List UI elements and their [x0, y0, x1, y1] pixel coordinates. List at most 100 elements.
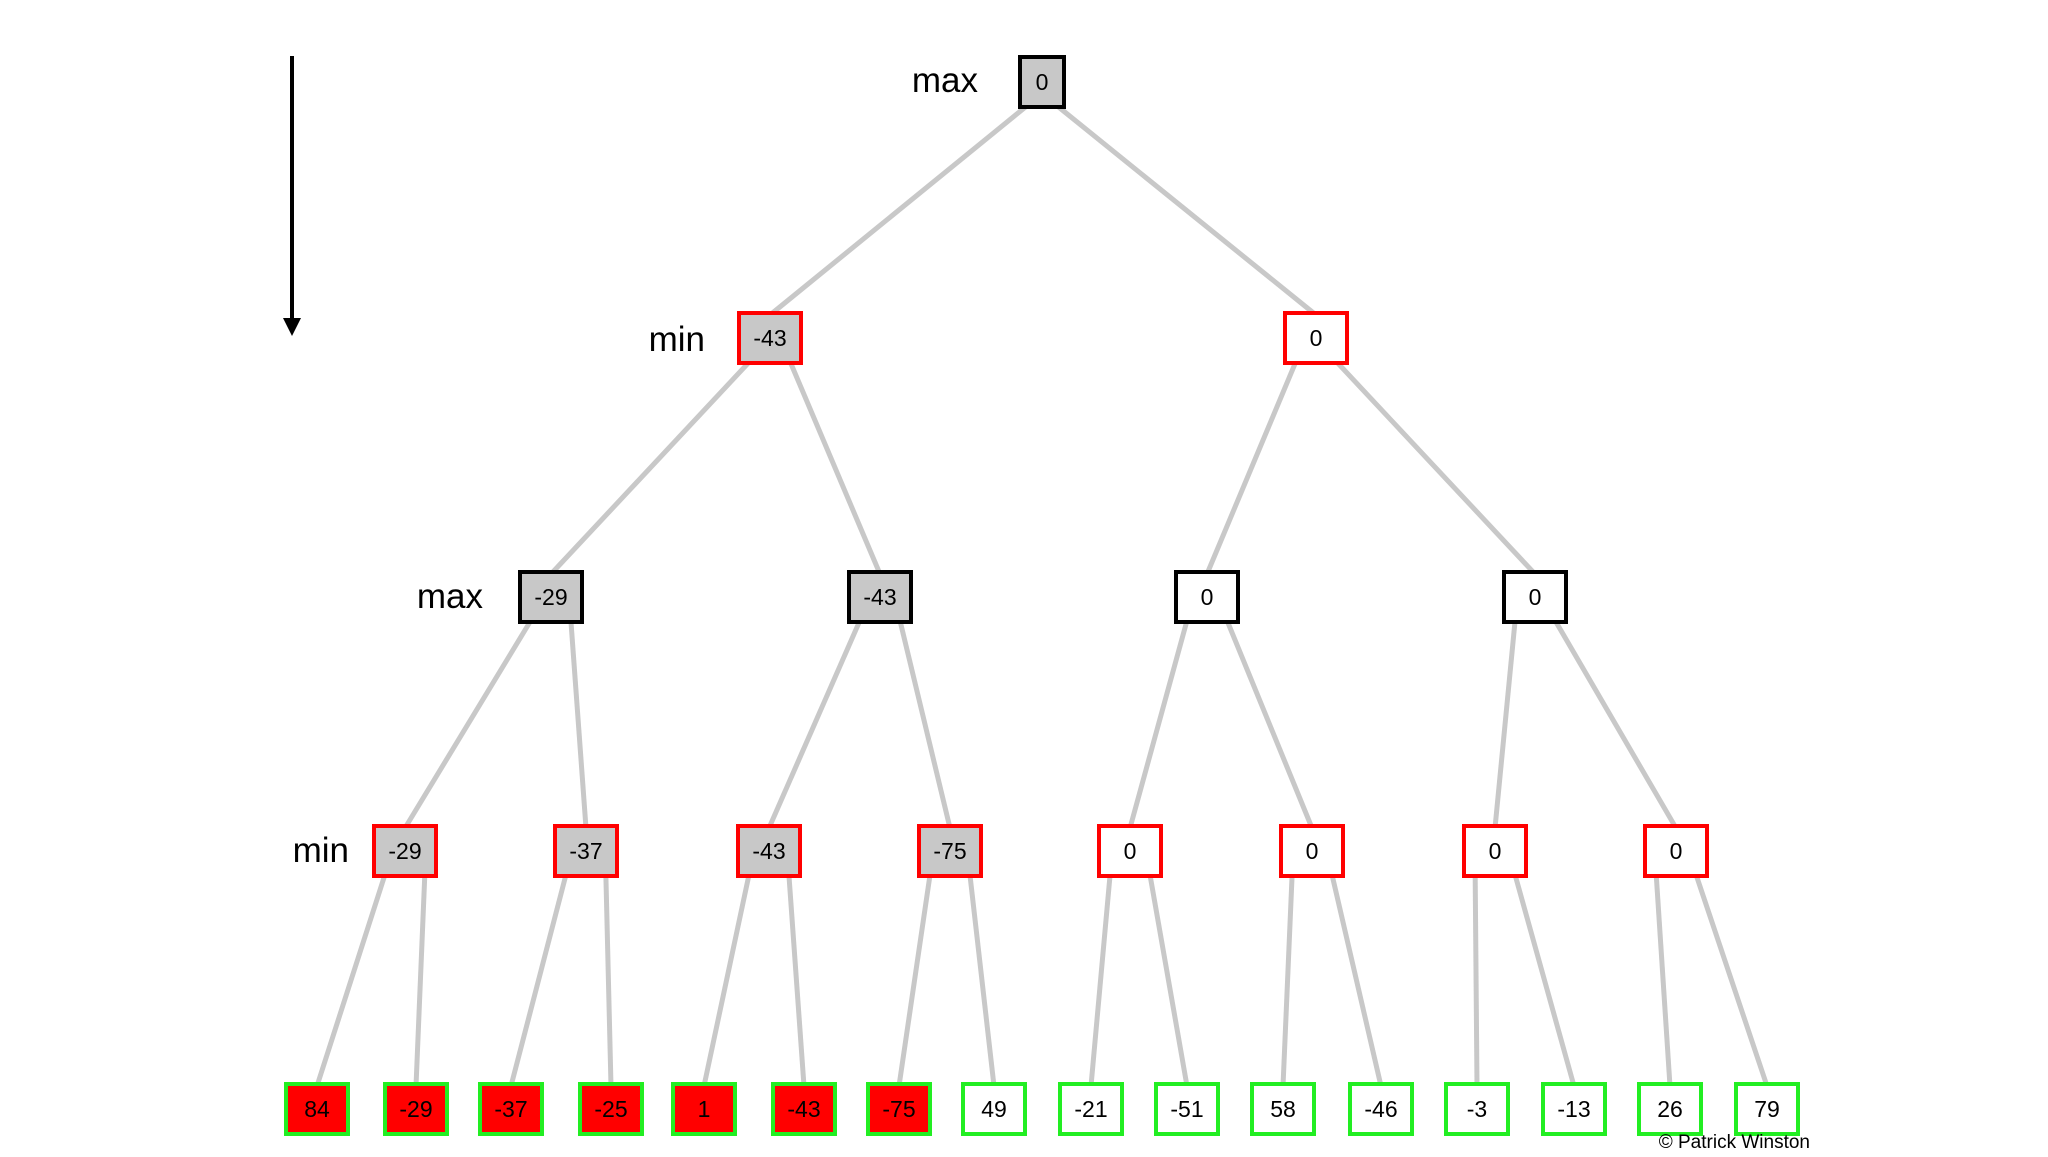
node-value: -43: [752, 838, 785, 864]
level2-node: -43: [847, 570, 913, 624]
node-box: [1250, 1082, 1316, 1136]
level-label-max-root: max: [912, 61, 979, 100]
tree-edge: [701, 873, 752, 1087]
node-value: 0: [1489, 838, 1502, 864]
leaf-node: 49: [961, 1082, 1027, 1136]
tree-edge: [786, 873, 807, 1087]
node-box: [578, 1082, 644, 1136]
tree-edge: [1054, 103, 1318, 317]
node-value: -29: [534, 584, 567, 610]
root-node: 0: [1018, 55, 1066, 109]
node-box: [866, 1082, 932, 1136]
tree-edge: [967, 873, 997, 1087]
tree-edge: [1693, 873, 1770, 1087]
tree-edge: [549, 359, 752, 576]
leaf-node: 1: [671, 1082, 737, 1136]
leaf-node: 58: [1250, 1082, 1316, 1136]
node-value: 0: [1529, 584, 1542, 610]
tree-edge: [1204, 360, 1299, 575]
tree-edge: [897, 619, 953, 829]
node-box: [1348, 1082, 1414, 1136]
level1-node: -43: [737, 311, 803, 365]
node-value: 1: [698, 1096, 711, 1122]
node-box: [383, 1082, 449, 1136]
down-arrow-icon: [283, 56, 301, 336]
level3-node: -37: [553, 824, 619, 878]
node-value: 0: [1306, 838, 1319, 864]
level3-node: -75: [917, 824, 983, 878]
node-value: -29: [388, 838, 421, 864]
node-box: [1279, 824, 1345, 878]
level3-node: 0: [1643, 824, 1709, 878]
tree-edge: [1653, 873, 1673, 1087]
node-box: [917, 824, 983, 878]
node-box: [1637, 1082, 1703, 1136]
leaf-node: -3: [1444, 1082, 1510, 1136]
node-value: -13: [1557, 1096, 1590, 1122]
tree-edge: [1329, 873, 1384, 1087]
tree-edge: [1552, 618, 1679, 830]
tree-edge: [1224, 619, 1315, 829]
node-box: [478, 1082, 544, 1136]
copyright-text: © Patrick Winston: [1659, 1132, 1810, 1152]
node-box: [1444, 1082, 1510, 1136]
level-label-max-2: max: [417, 577, 484, 616]
tree-edge: [1492, 619, 1518, 829]
node-value: 84: [304, 1096, 330, 1122]
leaf-node: -51: [1154, 1082, 1220, 1136]
tree-edge: [1088, 873, 1113, 1087]
node-box: [518, 570, 584, 624]
tree-edge: [508, 873, 569, 1087]
leaf-node: -37: [478, 1082, 544, 1136]
leaf-node: -13: [1541, 1082, 1607, 1136]
node-value: -43: [863, 584, 896, 610]
tree-edge: [1147, 873, 1190, 1087]
level2-node: 0: [1502, 570, 1568, 624]
node-value: -75: [933, 838, 966, 864]
tree-edge: [1127, 619, 1190, 829]
node-box: [1283, 311, 1349, 365]
node-box: [1734, 1082, 1800, 1136]
level2-node: -29: [518, 570, 584, 624]
tree-edge: [1512, 873, 1577, 1087]
node-value: 0: [1124, 838, 1137, 864]
tree-edge: [766, 618, 863, 830]
tree-edges: [314, 103, 1770, 1087]
node-value: -21: [1074, 1096, 1107, 1122]
node-value: 58: [1270, 1096, 1296, 1122]
tree-edge: [603, 873, 614, 1087]
node-box: [284, 1082, 350, 1136]
node-value: -3: [1467, 1096, 1487, 1122]
node-box: [1462, 824, 1528, 878]
node-box: [372, 824, 438, 878]
node-box: [1502, 570, 1568, 624]
node-box: [1643, 824, 1709, 878]
tree-edge: [568, 619, 589, 829]
node-box: [1018, 55, 1066, 109]
node-box: [1058, 1082, 1124, 1136]
node-box: [961, 1082, 1027, 1136]
tree-edge: [768, 103, 1030, 317]
node-box: [737, 311, 803, 365]
node-box: [553, 824, 619, 878]
node-value: -29: [399, 1096, 432, 1122]
level3-node: 0: [1097, 824, 1163, 878]
tree-edge: [787, 360, 883, 575]
leaf-node: -21: [1058, 1082, 1124, 1136]
node-box: [1154, 1082, 1220, 1136]
node-box: [771, 1082, 837, 1136]
leaf-node: 84: [284, 1082, 350, 1136]
tree-edge: [314, 873, 388, 1087]
node-value: 0: [1201, 584, 1214, 610]
leaf-node: -25: [578, 1082, 644, 1136]
tree-edge: [1334, 359, 1537, 576]
node-value: 26: [1657, 1096, 1683, 1122]
tree-edge: [402, 618, 534, 830]
node-box: [671, 1082, 737, 1136]
node-value: 79: [1754, 1096, 1780, 1122]
node-box: [1097, 824, 1163, 878]
tree-edge: [413, 873, 428, 1087]
node-box: [847, 570, 913, 624]
tree-edge: [896, 873, 933, 1087]
